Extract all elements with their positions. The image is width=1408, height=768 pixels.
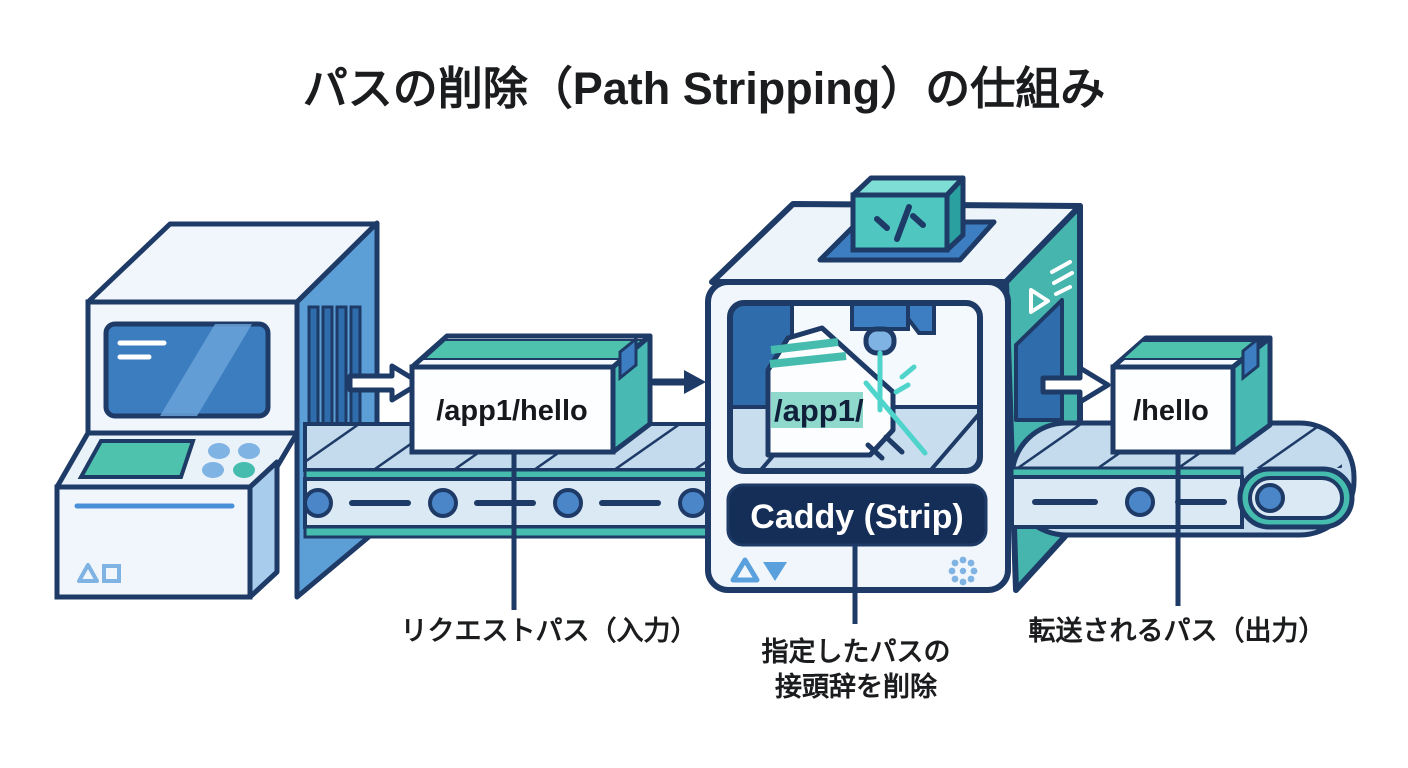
caption-output: 転送されるパス（出力） (1029, 616, 1326, 646)
triangle-icon (77, 563, 99, 583)
conveyor-right (1009, 420, 1357, 538)
caddy-machine-front: /app1/ Caddy (Strip) (705, 279, 1011, 593)
machine-name-label: Caddy (Strip) (750, 498, 963, 536)
base-side (247, 459, 280, 600)
flow-arrow-icon (1040, 365, 1111, 405)
rollers (303, 488, 708, 518)
box-front (409, 364, 616, 455)
output-path-label: /hello (1133, 395, 1209, 427)
output-box: /hello (1110, 335, 1273, 455)
monitor-reflection (160, 324, 252, 416)
box-front (1110, 364, 1236, 455)
box-tape (1241, 335, 1260, 382)
box-top-stripe (421, 339, 650, 360)
window-interior: /app1/ (730, 303, 980, 471)
caption-input: リクエストパス（入力） (401, 616, 698, 646)
input-machine (54, 220, 380, 600)
stripped-prefix-label: /app1/ (774, 393, 864, 428)
rollers (1032, 487, 1227, 517)
caption-process-line2: 接頭辞を削除 (775, 671, 938, 702)
panel-display (77, 439, 196, 479)
window-frame (727, 300, 983, 474)
side-badge-icon (1029, 260, 1074, 314)
package-being-cut: /app1/ (765, 325, 896, 458)
dot-burst-icon (948, 556, 978, 586)
panel-buttons (202, 443, 260, 478)
square-icon (102, 564, 121, 583)
laser-nozzle-icon (850, 303, 910, 356)
box-top-stripe (1119, 340, 1265, 360)
input-box: /app1/hello (409, 333, 653, 455)
triangle-down-icon (763, 562, 787, 581)
laser-beam (863, 350, 928, 461)
machine-name-plate (726, 483, 988, 547)
triangle-up-icon (730, 557, 760, 583)
page-title: パスの削除（Path Stripping）の仕組み (303, 63, 1106, 114)
input-path-label: /app1/hello (436, 395, 587, 427)
end-roller (1255, 483, 1285, 513)
code-chip-icon (850, 175, 966, 253)
prefix-highlight (771, 392, 863, 428)
box-tape (618, 335, 638, 382)
caption-process-line1: 指定したパスの (762, 636, 951, 667)
belt-bottom-teal (303, 525, 715, 539)
flow-arrow-icon (650, 370, 706, 394)
flow-arrow-icon (347, 363, 423, 403)
